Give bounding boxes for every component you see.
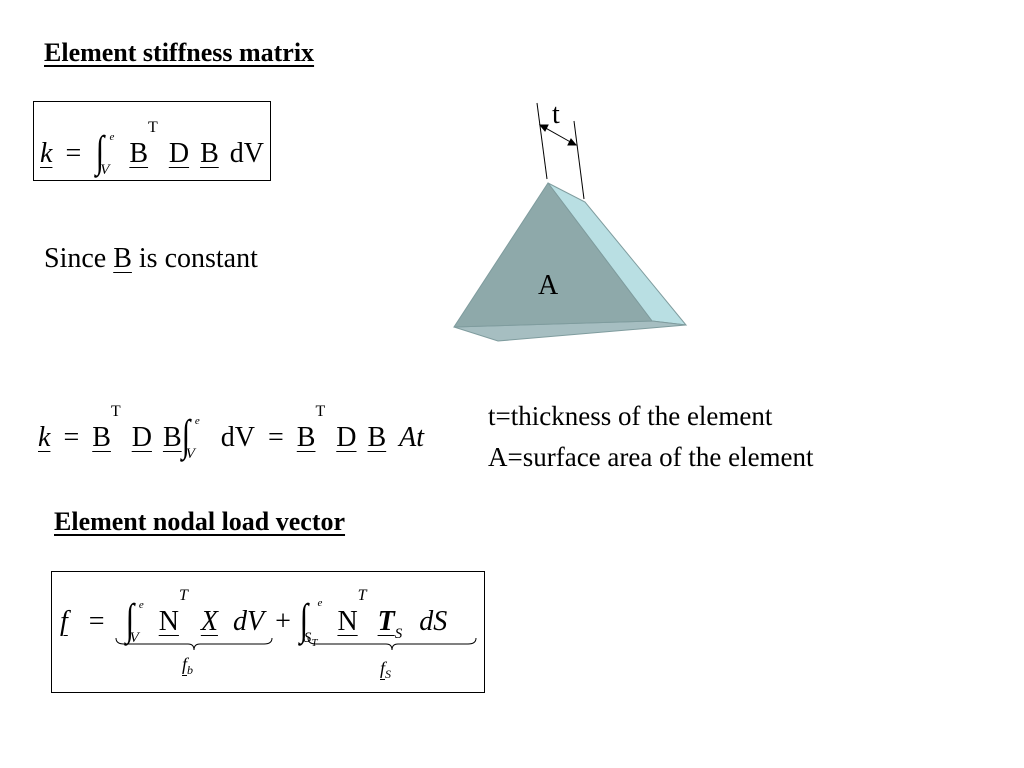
notes: t=thickness of the element A=surface are… [488,396,814,478]
eq3-T-bold: T [377,606,395,637]
eq3-T1: T [178,587,188,604]
eq2-T1: T [110,403,121,420]
element-faces [453,182,688,342]
dim-line-right [573,120,585,200]
since-post: is constant [131,243,258,274]
eq2-sup-e: e [194,415,200,427]
eq3-sup-e1: e [138,599,144,611]
eq2-integral: ∫ [181,411,190,460]
underbrace-surface-traction [307,637,477,651]
eq2-D2: D [336,422,357,453]
eq3-sub-s2: S [394,626,403,642]
eq2-D1: D [131,422,152,453]
eq3-f: f [60,606,68,637]
stiffness-constant-equation: k = BT D B∫Ve dV = BT D B At [38,404,425,462]
since-b-constant: Since B is constant [44,243,258,275]
eq3-N2: N [337,606,358,637]
eq3-sup-e2: e [317,597,323,609]
fb-f: f [182,654,188,674]
thickness-dimension [536,102,585,200]
eq3-T2: T [357,587,367,604]
eq2-B4: B [367,422,387,453]
triangular-element-figure: t A [453,99,688,342]
eq3-dV: dV [232,606,265,637]
eq3-integral-1: ∫ [125,595,134,644]
eq2-B2: B [162,422,182,453]
heading-nodal-load-vector: Element nodal load vector [54,507,346,536]
eq3-N1: N [158,606,179,637]
eq1-equals: = [65,138,82,169]
dim-line-left [536,102,548,180]
A-label: A [538,270,559,301]
eq3-sub-v: V [129,630,139,646]
eq2-At: At [399,422,425,453]
label-f-b: fb [182,654,194,677]
eq3-dS: dS [419,606,448,637]
eq2-T2: T [315,403,326,420]
dim-arrow-line [541,125,575,145]
stiffness-equation-box: k = ∫Ve BT D B dV [33,101,271,181]
fb-b: b [187,663,194,677]
heading-stiffness-matrix: Element stiffness matrix [44,38,315,67]
arrow-head-right [567,138,578,146]
eq2-B1: B [92,422,111,453]
eq2-dV: dV [220,422,255,453]
eq2-k: k [38,422,51,453]
front-face [453,182,653,328]
eq1-integral: ∫ [96,127,105,176]
underbrace-body-force [115,637,273,651]
thickness-note: t=thickness of the element [488,401,773,431]
eq3-X: X [200,606,218,637]
eq1-B: B [129,138,149,169]
eq1-sup-e: e [109,131,115,143]
eq2-equals: = [63,422,80,453]
fs-s: S [385,667,392,681]
since-B: B [113,243,132,274]
eq1-k: k [40,138,53,169]
eq3-integral-2: ∫ [299,595,309,644]
eq3-sub-t: T [311,637,318,649]
eq1-D: D [168,138,190,169]
eq1-T: T [148,119,158,136]
t-label: t [552,99,560,130]
eq1-dV: dV [229,138,264,169]
eq3-plus: + [275,606,291,637]
load-vector-equation: f = ∫Ve NT X dV + ∫STe NT TS dS [60,588,448,649]
eq3-equals: = [88,606,105,637]
eq2-equals2: = [267,422,284,453]
fs-f: f [380,658,386,678]
eq2-B3: B [296,422,316,453]
eq1-sub-v: V [100,162,110,178]
area-note: A=surface area of the element [488,442,814,472]
load-vector-equation-box: f = ∫Ve NT X dV + ∫STe NT TS dS fb fS [51,571,485,693]
label-f-s: fS [380,658,392,681]
stiffness-equation: k = ∫Ve BT D B dV [40,120,264,178]
eq2-sub-v: V [185,446,195,462]
eq1-B2: B [200,138,219,169]
arrow-head-left [538,124,549,132]
since-pre: Since [44,243,114,274]
